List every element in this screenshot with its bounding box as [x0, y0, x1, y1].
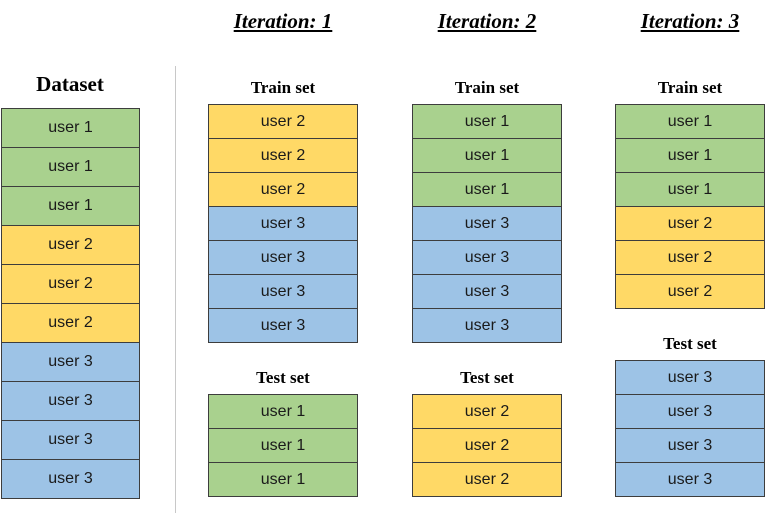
data-row: user 1: [412, 138, 562, 173]
data-row: user 2: [412, 462, 562, 497]
data-row: user 2: [208, 104, 358, 139]
data-row: user 3: [615, 360, 765, 395]
data-row: user 3: [1, 381, 140, 421]
iteration-2-title: Iteration: 2: [437, 9, 537, 33]
data-row: user 3: [412, 308, 562, 343]
data-row: user 3: [208, 206, 358, 241]
data-row: user 2: [412, 394, 562, 429]
data-row: user 1: [615, 104, 765, 139]
dataset-title: Dataset: [36, 72, 104, 96]
data-row: user 1: [208, 462, 358, 497]
data-row: user 2: [615, 240, 765, 275]
column-divider: [175, 66, 176, 513]
data-row: user 3: [615, 462, 765, 497]
data-row: user 1: [1, 186, 140, 226]
data-row: user 3: [615, 428, 765, 463]
data-row: user 2: [615, 274, 765, 309]
data-row: user 2: [1, 225, 140, 265]
data-row: user 1: [412, 172, 562, 207]
data-row: user 1: [208, 428, 358, 463]
iteration-1-title: Iteration: 1: [233, 9, 333, 33]
data-row: user 3: [412, 274, 562, 309]
iteration-2-train-title: Train set: [454, 78, 520, 97]
data-row: user 1: [615, 172, 765, 207]
data-row: user 3: [1, 342, 140, 382]
iteration-3-train-title: Train set: [657, 78, 723, 97]
data-row: user 2: [1, 303, 140, 343]
data-row: user 3: [1, 420, 140, 460]
data-row: user 2: [412, 428, 562, 463]
data-row: user 1: [1, 108, 140, 148]
iteration-1-train-title: Train set: [250, 78, 316, 97]
iteration-1-test-title: Test set: [256, 368, 310, 387]
data-row: user 2: [208, 138, 358, 173]
data-row: user 3: [1, 459, 140, 499]
data-row: user 1: [412, 104, 562, 139]
data-row: user 1: [615, 138, 765, 173]
iteration-2-test-title: Test set: [460, 368, 514, 387]
data-row: user 3: [208, 274, 358, 309]
data-row: user 3: [615, 394, 765, 429]
data-row: user 3: [208, 308, 358, 343]
iteration-3-test-title: Test set: [663, 334, 717, 353]
data-row: user 3: [208, 240, 358, 275]
data-row: user 1: [1, 147, 140, 187]
iteration-3-title: Iteration: 3: [640, 9, 740, 33]
data-row: user 2: [1, 264, 140, 304]
data-row: user 3: [412, 206, 562, 241]
data-row: user 1: [208, 394, 358, 429]
data-row: user 2: [208, 172, 358, 207]
data-row: user 2: [615, 206, 765, 241]
data-row: user 3: [412, 240, 562, 275]
